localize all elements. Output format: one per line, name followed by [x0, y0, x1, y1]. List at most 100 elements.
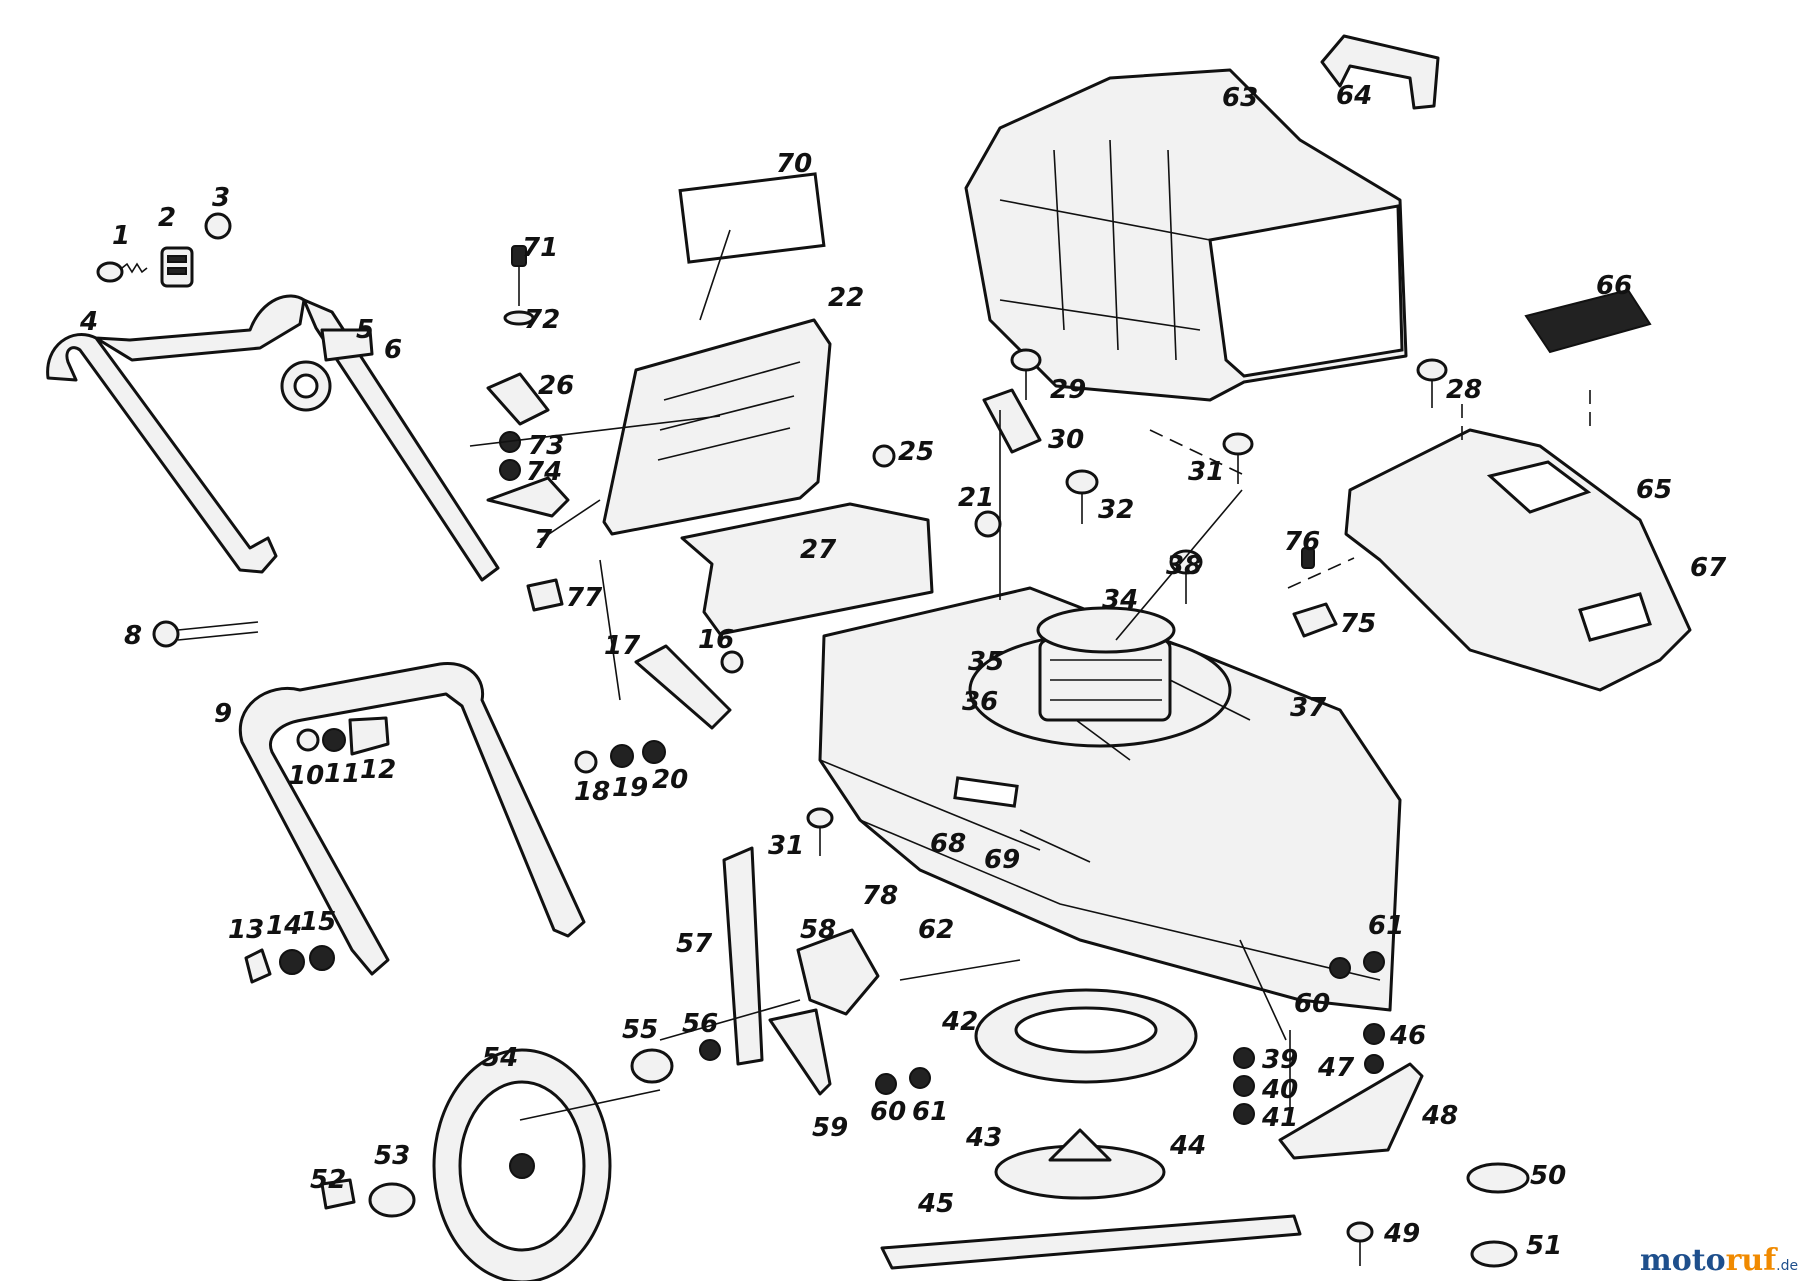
callout-label: 8: [124, 621, 142, 651]
callout-label: 48: [1421, 1101, 1458, 1131]
parts-drawing: [46, 34, 1692, 1281]
support-bracket-27: [680, 502, 934, 636]
callout-label: 49: [1383, 1219, 1420, 1249]
label-plate-70: [678, 172, 826, 264]
bolt-8: [152, 620, 259, 648]
callout-label: 64: [1336, 81, 1372, 111]
callout-label: 18: [574, 777, 610, 807]
callout-label: 30: [1048, 425, 1084, 455]
callout-label: 45: [917, 1189, 954, 1219]
motor: [968, 606, 1232, 748]
adjuster-plate-58: [796, 928, 880, 1016]
callout-label: 36: [962, 687, 998, 717]
callout-label: 67: [1690, 553, 1727, 583]
callout-label: 53: [374, 1141, 410, 1171]
callout-label: 11: [324, 759, 360, 789]
callout-label: 25: [898, 437, 934, 467]
callout-label: 22: [828, 283, 864, 313]
callout-label: 31: [768, 831, 804, 861]
callout-label: 20: [652, 765, 688, 795]
callout-label: 38: [1166, 551, 1202, 581]
callout-label: 59: [812, 1113, 848, 1143]
callout-label: 66: [1596, 271, 1632, 301]
callout-label: 56: [682, 1009, 718, 1039]
callout-label: 19: [612, 773, 648, 803]
watermark-logo: motoruf.de: [1640, 1243, 1798, 1278]
callout-label: 50: [1530, 1161, 1566, 1191]
height-adjust-lever-57: [722, 846, 764, 1066]
callout-label: 58: [800, 915, 836, 945]
mounting-plate-48: [1278, 1062, 1424, 1160]
callout-label: 46: [1389, 1021, 1426, 1051]
hinge-bracket-17: [634, 644, 732, 730]
callout-label: 61: [1368, 911, 1404, 941]
callout-label: 12: [360, 755, 396, 785]
callout-label: 3: [212, 183, 230, 213]
callout-label: 37: [1290, 693, 1327, 723]
callout-label: 42: [941, 1007, 978, 1037]
catcher-handle: [1320, 34, 1440, 110]
callout-label: 63: [1222, 83, 1258, 113]
callout-label: 39: [1262, 1045, 1298, 1075]
callout-label: 29: [1050, 375, 1086, 405]
callout-label: 34: [1102, 585, 1138, 615]
callout-labels: 1 2 3 4 5 6 7 8 9 10 11 12 13 14 15 16 1…: [79, 81, 1727, 1261]
callout-label: 73: [528, 431, 564, 461]
handle-knob-assembly: [96, 212, 232, 288]
watermark-part3: .de: [1776, 1258, 1798, 1274]
callout-label: 9: [214, 699, 232, 729]
callout-label: 44: [1169, 1131, 1206, 1161]
callout-label: 28: [1446, 375, 1482, 405]
callout-label: 26: [538, 371, 574, 401]
watermark-part1: moto: [1640, 1243, 1726, 1278]
callout-label: 15: [300, 907, 336, 937]
callout-label: 32: [1098, 495, 1134, 525]
callout-label: 41: [1261, 1103, 1298, 1133]
callout-label: 72: [524, 305, 560, 335]
callout-label: 78: [862, 881, 898, 911]
callout-label: 70: [776, 149, 812, 179]
callout-label: 13: [228, 915, 264, 945]
callout-label: 5: [356, 315, 374, 345]
callout-label: 43: [965, 1123, 1002, 1153]
callout-label: 6: [384, 335, 402, 365]
handle-bracket: [302, 298, 500, 582]
filter-grid-66: [1524, 288, 1652, 354]
callout-label: 55: [622, 1015, 658, 1045]
lower-handle: [238, 662, 586, 976]
callout-label: 27: [800, 535, 837, 565]
callout-label: 76: [1284, 527, 1320, 557]
callout-label: 65: [1636, 475, 1672, 505]
callout-label: 75: [1340, 609, 1376, 639]
callout-label: 51: [1526, 1231, 1562, 1261]
callout-label: 17: [604, 631, 641, 661]
watermark-part2: ruf: [1726, 1243, 1779, 1278]
callout-label: 4: [79, 307, 98, 337]
callout-label: 31: [1188, 457, 1224, 487]
callout-label: 71: [522, 233, 558, 263]
callout-label: 14: [266, 911, 302, 941]
callout-label: 77: [566, 583, 603, 613]
callout-label: 2: [158, 203, 176, 233]
callout-label: 74: [526, 457, 562, 487]
callout-label: 60: [1294, 989, 1330, 1019]
upper-handle: [46, 294, 306, 574]
callout-label: 54: [482, 1043, 518, 1073]
callout-label: 52: [310, 1165, 346, 1195]
callout-label: 16: [698, 625, 734, 655]
rear-flap: [602, 318, 832, 536]
callout-label: 57: [676, 929, 713, 959]
callout-label: 40: [1261, 1075, 1298, 1105]
callout-label: 10: [288, 761, 324, 791]
callout-label: 47: [1317, 1053, 1355, 1083]
callout-label: 21: [958, 483, 994, 513]
callout-label: 35: [968, 647, 1004, 677]
callout-label: 60: [870, 1097, 906, 1127]
callout-label: 68: [930, 829, 966, 859]
callout-label: 61: [912, 1097, 948, 1127]
callout-label: 1: [112, 221, 130, 251]
cutting-blade: [880, 1214, 1302, 1270]
svg-text:motoruf.de: motoruf.de: [1640, 1243, 1798, 1278]
screws-28-31: [806, 348, 1448, 856]
